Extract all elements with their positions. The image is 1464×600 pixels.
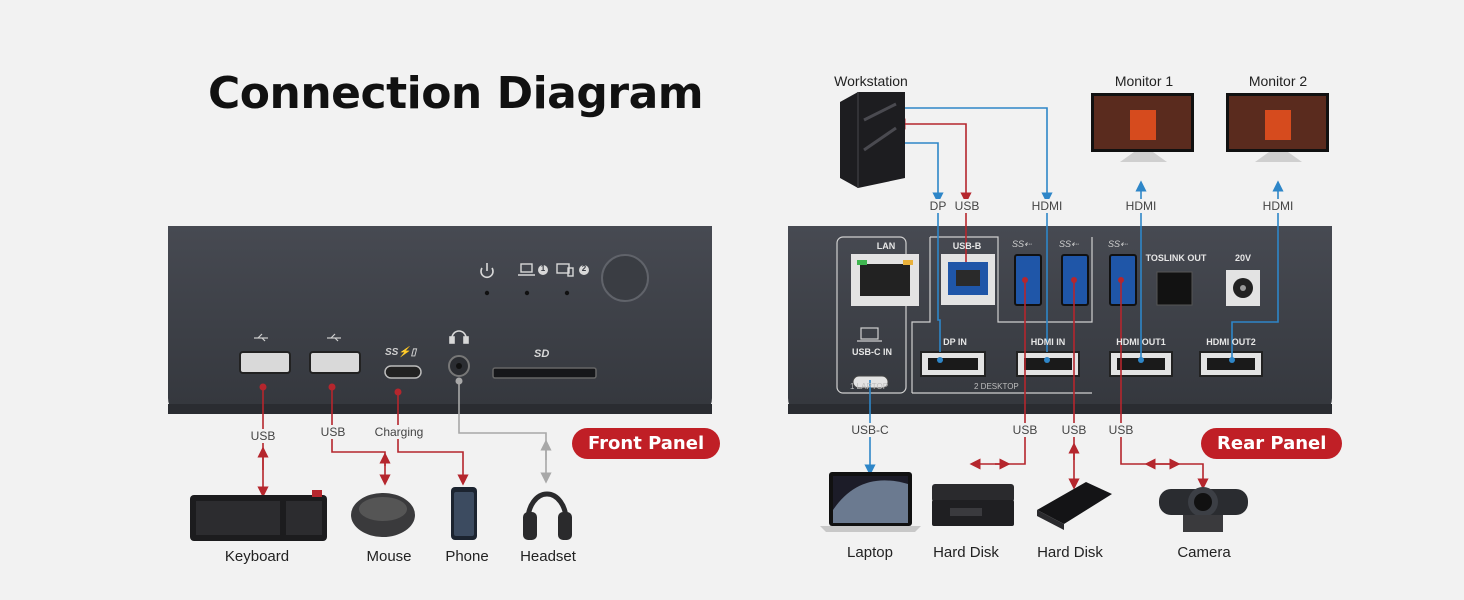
front-usb-c-port — [384, 365, 422, 379]
link-label: USB — [1010, 423, 1040, 437]
headphone-jack-icon — [449, 330, 469, 344]
monitor-2-icon — [1226, 93, 1329, 162]
link-hdmi-in — [904, 107, 1053, 204]
keyboard-icon — [190, 490, 327, 541]
link-label: USB — [318, 425, 348, 439]
host-1-indicator-icon — [518, 263, 535, 276]
phone-icon — [451, 487, 477, 540]
link-label: USB — [248, 429, 278, 443]
link-label: HDMI — [1123, 199, 1159, 213]
led-host-2 — [564, 290, 570, 296]
page-title: Connection Diagram — [208, 68, 704, 119]
link-usb-1 — [969, 280, 1026, 470]
device-label-phone: Phone — [445, 548, 489, 565]
svg-text:SS⇠: SS⇠ — [1012, 239, 1032, 249]
link-label: Charging — [372, 425, 426, 439]
port-label-power: 20V — [1234, 253, 1252, 263]
svg-text:SS⇠: SS⇠ — [1108, 239, 1128, 249]
link-usb-b — [894, 118, 972, 204]
port-label-toslink: TOSLINK OUT — [1145, 253, 1207, 263]
host-1-number: 1 — [540, 264, 546, 273]
device-label-workstation: Workstation — [834, 73, 908, 89]
device-label-monitor-1: Monitor 1 — [1114, 73, 1174, 89]
camera-icon — [1159, 487, 1248, 532]
host-2-number: 2 — [581, 264, 587, 273]
power-icon — [480, 263, 494, 279]
link-phone — [397, 392, 469, 486]
ss-charging-icon: SS⚡▯ — [385, 345, 418, 358]
device-label-keyboard: Keyboard — [224, 548, 290, 565]
laptop-small-icon — [857, 327, 882, 342]
link-hdmi-out-2 — [1231, 180, 1284, 360]
hard-disk-icon — [1037, 482, 1112, 530]
mouse-icon — [351, 493, 415, 537]
front-panel-badge: Front Panel — [572, 428, 721, 459]
link-label: USB-C — [849, 423, 891, 437]
zone-outlines — [836, 236, 1093, 394]
power-button[interactable] — [601, 254, 649, 302]
led-host-1 — [524, 290, 530, 296]
host-2-indicator-icon — [556, 263, 574, 277]
device-label-laptop: Laptop — [847, 544, 893, 561]
link-label: USB — [1106, 423, 1136, 437]
front-usb-a-port-2 — [309, 351, 361, 374]
zone-label-laptop: 1 LAPTOP — [850, 382, 889, 391]
device-label-hard-disk-1: Hard Disk — [933, 544, 999, 561]
port-label-hdmi-in: HDMI IN — [1030, 337, 1066, 347]
printer-icon — [932, 484, 1014, 526]
workstation-icon — [840, 92, 905, 188]
device-label-headset: Headset — [520, 548, 576, 565]
link-label: HDMI — [1260, 199, 1296, 213]
port-label-usb-c-in: USB-C IN — [852, 347, 892, 357]
svg-text:SS⇠: SS⇠ — [1059, 239, 1079, 249]
usb-a-icon — [327, 333, 341, 342]
sd-card-slot — [492, 367, 597, 379]
headset-icon — [523, 491, 572, 540]
zone-label-desktop: 2 DESKTOP — [974, 382, 1019, 391]
link-label: DP — [927, 199, 949, 213]
device-label-monitor-2: Monitor 2 — [1248, 73, 1308, 89]
link-label: USB — [952, 199, 982, 213]
port-label-lan: LAN — [876, 241, 896, 251]
toslink-port — [1156, 271, 1193, 306]
front-dock — [168, 226, 712, 414]
host-1-mark — [538, 265, 548, 275]
usb-a-icon — [254, 333, 268, 342]
link-label: USB — [1059, 423, 1089, 437]
link-label: HDMI — [1029, 199, 1065, 213]
monitor-1-icon — [1091, 93, 1194, 162]
front-usb-a-port-1 — [239, 351, 291, 374]
device-label-mouse: Mouse — [366, 548, 412, 565]
port-label-usb-b: USB-B — [952, 241, 982, 251]
port-label-hdmi-out-2: HDMI OUT2 — [1206, 337, 1256, 347]
laptop-icon — [820, 472, 921, 532]
device-label-camera: Camera — [1177, 544, 1231, 561]
port-label-hdmi-out-1: HDMI OUT1 — [1116, 337, 1166, 347]
device-label-hard-disk-2: Hard Disk — [1037, 544, 1103, 561]
host-2-mark — [579, 265, 589, 275]
rear-panel-badge: Rear Panel — [1201, 428, 1343, 459]
sd-card-icon: SD — [534, 348, 549, 360]
port-label-dp-in: DP IN — [943, 337, 967, 347]
link-dp — [900, 142, 944, 204]
led-power — [484, 290, 490, 296]
